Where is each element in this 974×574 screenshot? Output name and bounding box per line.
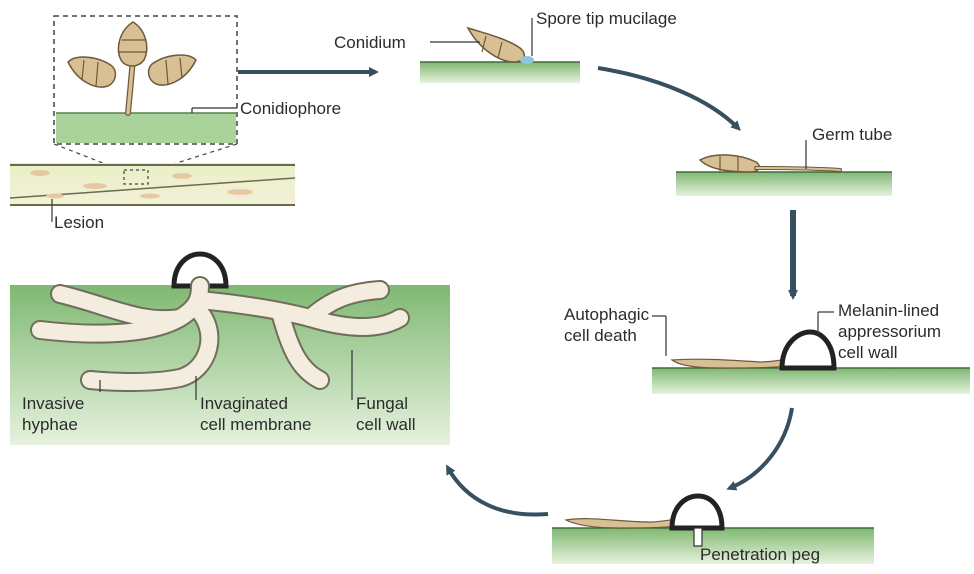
penetration-peg-label: Penetration peg xyxy=(700,545,820,564)
melanin-label-line3: cell wall xyxy=(838,343,898,362)
invasive-label-line2: hyphae xyxy=(22,415,78,434)
conidium xyxy=(468,28,524,62)
appressorium-stage: Autophagic cell death Melanin-lined appr… xyxy=(564,301,970,394)
leaf-lesion: Lesion xyxy=(10,163,295,232)
fungal-label-line1: Fungal xyxy=(356,394,408,413)
autophagic-label-line1: Autophagic xyxy=(564,305,650,324)
invasive-hyphae-panel: Invasive hyphae Invaginated cell membran… xyxy=(10,254,450,445)
surface-2 xyxy=(676,172,892,196)
invaginated-label-line2: cell membrane xyxy=(200,415,312,434)
surface-1 xyxy=(420,62,580,83)
fungal-label-line2: cell wall xyxy=(356,415,416,434)
penetration-stage: Penetration peg xyxy=(552,496,874,564)
melanin-label-line1: Melanin-lined xyxy=(838,301,939,320)
invasive-label-line1: Invasive xyxy=(22,394,84,413)
lesion-label: Lesion xyxy=(54,213,104,232)
conidium-left xyxy=(68,57,115,87)
conidium-label: Conidium xyxy=(334,33,406,52)
surface-3 xyxy=(652,368,970,394)
penetration-peg xyxy=(694,528,702,546)
leaf-surface-inset xyxy=(56,113,236,143)
germ-tube-label: Germ tube xyxy=(812,125,892,144)
arrow-curved-icon xyxy=(730,408,792,488)
conidiophore-label: Conidiophore xyxy=(240,99,341,118)
conidium-right xyxy=(149,55,196,85)
germinating-conidium xyxy=(700,155,759,172)
leaf-section xyxy=(10,163,295,206)
conidiophore-stage: Conidiophore xyxy=(54,16,341,172)
autophagic-label-line2: cell death xyxy=(564,326,637,345)
spore-tip-mucilage-label: Spore tip mucilage xyxy=(536,9,677,28)
spore-tip-mucilage xyxy=(520,56,534,64)
arrow-curved-icon xyxy=(598,68,738,128)
melanin-label-line2: appressorium xyxy=(838,322,941,341)
arrow-curved-icon xyxy=(448,468,548,515)
appressorium-penetrating xyxy=(672,496,722,528)
conidium-top xyxy=(118,22,147,66)
invaginated-label-line1: Invaginated xyxy=(200,394,288,413)
appressorium xyxy=(782,332,834,368)
germ-tube-stage: Germ tube xyxy=(676,125,892,196)
